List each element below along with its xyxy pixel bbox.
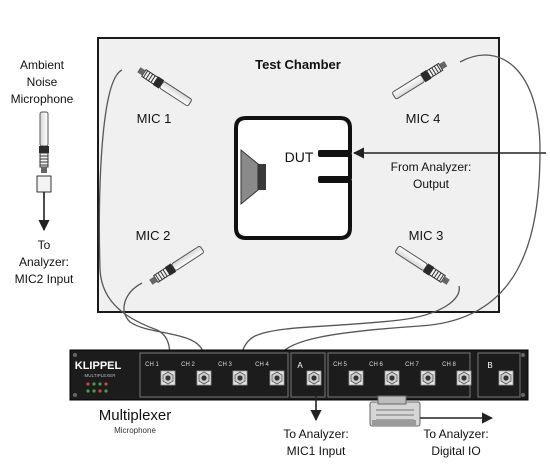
digital-output-label-2: Digital IO xyxy=(431,444,480,458)
cable-mic2 xyxy=(123,282,205,378)
connector-icon-ch7 xyxy=(420,370,436,386)
multiplexer-brand: KLIPPEL xyxy=(75,360,122,372)
output-b-panel xyxy=(477,352,521,398)
connector-icon-ch3 xyxy=(232,370,248,386)
mic3-label: MIC 3 xyxy=(409,228,444,243)
channel-label-ch6: CH 6 xyxy=(369,362,383,368)
cable-mic1 xyxy=(98,69,171,377)
ambient-dest-3: MIC2 Input xyxy=(15,272,74,286)
multiplexer-subtitle: Microphone xyxy=(114,426,156,435)
channel-label-ch8: CH 8 xyxy=(442,362,456,368)
connector-icon-ch6 xyxy=(384,370,400,386)
ambient-dest-2: Analyzer: xyxy=(19,255,69,269)
dut-enclosure xyxy=(234,116,352,240)
connector-icon-ch8 xyxy=(456,370,472,386)
channel-group-left xyxy=(139,352,289,398)
channel-label-ch4: CH 4 xyxy=(255,362,269,368)
cable-mic4 xyxy=(276,54,541,379)
ambient-label-2: Noise xyxy=(27,75,58,89)
connector-icon-ch4 xyxy=(269,370,285,386)
connector-icon-output-b xyxy=(498,370,514,386)
mic1-output-label-2: MIC1 Input xyxy=(287,444,346,458)
connector-icon-ch2 xyxy=(196,370,212,386)
digital-io-connector-icon xyxy=(369,395,421,427)
ambient-microphone-icon xyxy=(38,111,50,174)
multiplexer-title: Multiplexer xyxy=(99,407,172,424)
channel-label-ch5: CH 5 xyxy=(333,362,347,368)
digital-output-label-1: To Analyzer: xyxy=(423,427,488,441)
cables xyxy=(43,54,541,379)
mic1-label: MIC 1 xyxy=(137,111,172,126)
ambient-xlr-connector xyxy=(36,175,52,193)
connector-icon-output-a xyxy=(306,370,322,386)
chamber-title: Test Chamber xyxy=(255,57,341,72)
mic4-label: MIC 4 xyxy=(406,111,441,126)
mic2-label: MIC 2 xyxy=(136,228,171,243)
multiplexer-model-text: MULTIPLEXER xyxy=(85,373,117,378)
ambient-dest-1: To xyxy=(38,238,51,252)
status-leds xyxy=(86,382,108,393)
analyzer-output-label-1: From Analyzer: xyxy=(391,160,472,174)
connector-icon-ch1 xyxy=(160,370,176,386)
channel-label-ch7: CH 7 xyxy=(405,362,419,368)
mic1-output-label-1: To Analyzer: xyxy=(283,427,348,441)
output-a-label: A xyxy=(297,361,303,370)
channel-label-ch2: CH 2 xyxy=(181,362,195,368)
channel-label-ch3: CH 3 xyxy=(218,362,232,368)
ambient-label-3: Microphone xyxy=(11,92,74,106)
analyzer-output-label-2: Output xyxy=(413,177,450,191)
cable-mic3 xyxy=(239,285,460,379)
connector-icon-ch5 xyxy=(348,370,364,386)
output-a-panel xyxy=(290,352,326,398)
channel-label-ch1: CH 1 xyxy=(145,362,159,368)
output-b-label: B xyxy=(487,361,492,370)
dut-label: DUT xyxy=(285,149,314,165)
multiplexer-device: KLIPPEL MULTIPLEXER CH 1 CH 2 CH 3 CH 4 … xyxy=(69,349,529,401)
ambient-label-1: Ambient xyxy=(20,58,65,72)
speaker-icon xyxy=(240,148,266,206)
